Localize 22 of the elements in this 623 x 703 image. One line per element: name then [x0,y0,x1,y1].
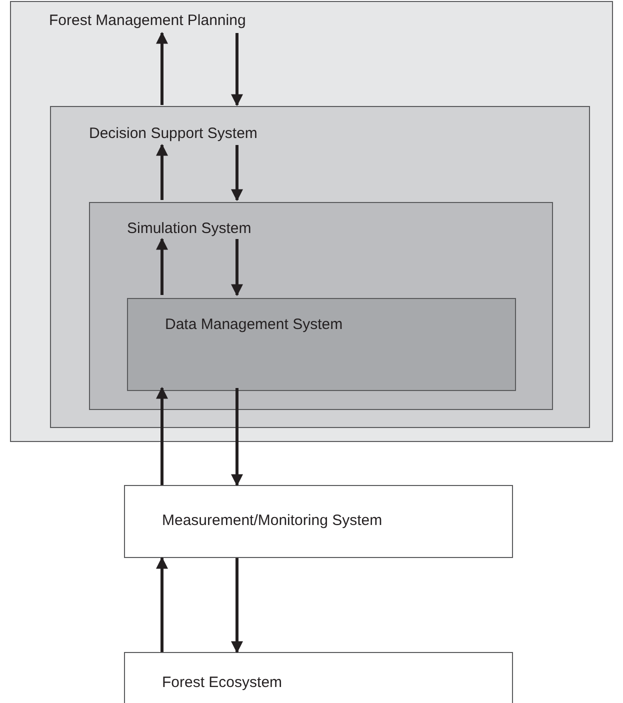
node-label: Forest Management Planning [49,12,246,29]
arrow [231,33,243,106]
arrow [156,386,168,485]
arrow [156,144,168,200]
node-label: Forest Ecosystem [162,674,282,691]
node-label: Measurement/Monitoring System [162,512,382,529]
arrow [156,556,168,652]
system-box [124,485,513,558]
system-box [127,298,516,391]
node-label: Decision Support System [89,125,258,142]
arrow [231,145,243,202]
node-label: Data Management System [165,316,343,333]
arrow [156,32,168,105]
arrow [231,239,243,296]
system-panel [50,106,590,428]
system-box [124,652,513,703]
arrow [156,238,168,295]
outer-panel [10,1,613,442]
arrow [231,388,243,486]
system-panel [89,202,553,410]
arrow [231,558,243,654]
node-label: Simulation System [127,220,252,237]
